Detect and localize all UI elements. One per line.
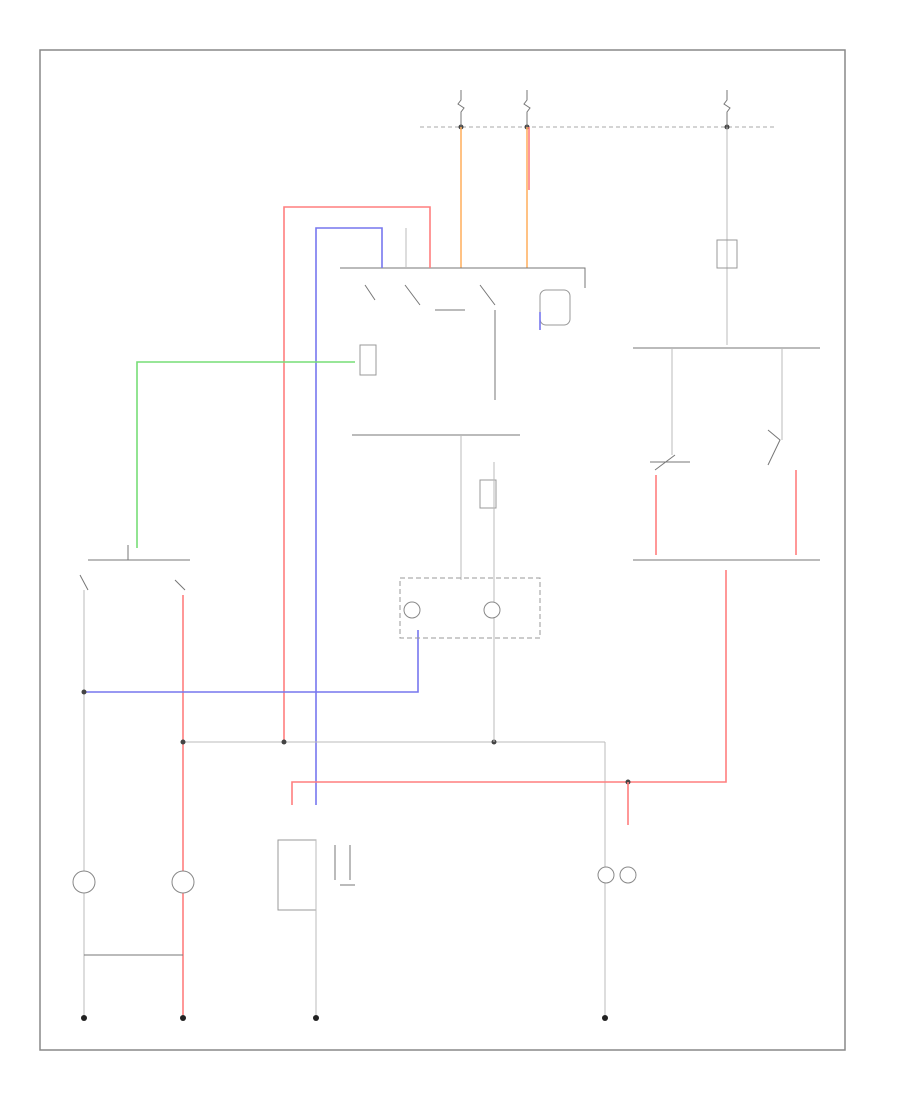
right-rear-bulb-2 [619, 866, 637, 884]
junction-183 [180, 739, 186, 745]
ground-4 [602, 1015, 608, 1021]
blue-wire-top-loop [315, 227, 383, 805]
ground-2 [180, 1015, 186, 1021]
connector-block [399, 577, 541, 639]
fuse-right-symbol [723, 90, 731, 127]
red-wire-top-loop [283, 206, 431, 742]
blue-wire-horizontal [84, 630, 419, 693]
hazard-contacts [364, 284, 496, 311]
hazard-switch-outline [340, 267, 586, 288]
left-rear-lamp-housing [277, 839, 317, 911]
hazard-coil [359, 344, 377, 376]
ground-3 [313, 1015, 319, 1021]
green-wire [136, 361, 355, 548]
indicator-left [403, 601, 421, 619]
left-rear-lamp-symbol [334, 845, 355, 886]
turn-switch-contacts [79, 545, 190, 591]
flasher-unit [539, 289, 571, 326]
junction-84-692 [81, 689, 87, 695]
right-front-bulb [171, 870, 195, 894]
left-front-bulb [72, 870, 96, 894]
red-wire-relay-return [291, 570, 727, 805]
diagram-border [39, 49, 846, 1051]
right-relay-contact [650, 429, 781, 471]
center-relay [479, 479, 497, 509]
right-rear-bulb-1 [597, 866, 615, 884]
indicator-right [483, 601, 501, 619]
fuse-left-symbol [457, 90, 465, 127]
relay-coil-right [716, 239, 738, 269]
junction-284 [281, 739, 287, 745]
ground-1 [81, 1015, 87, 1021]
fuse-mid-symbol [523, 90, 531, 127]
